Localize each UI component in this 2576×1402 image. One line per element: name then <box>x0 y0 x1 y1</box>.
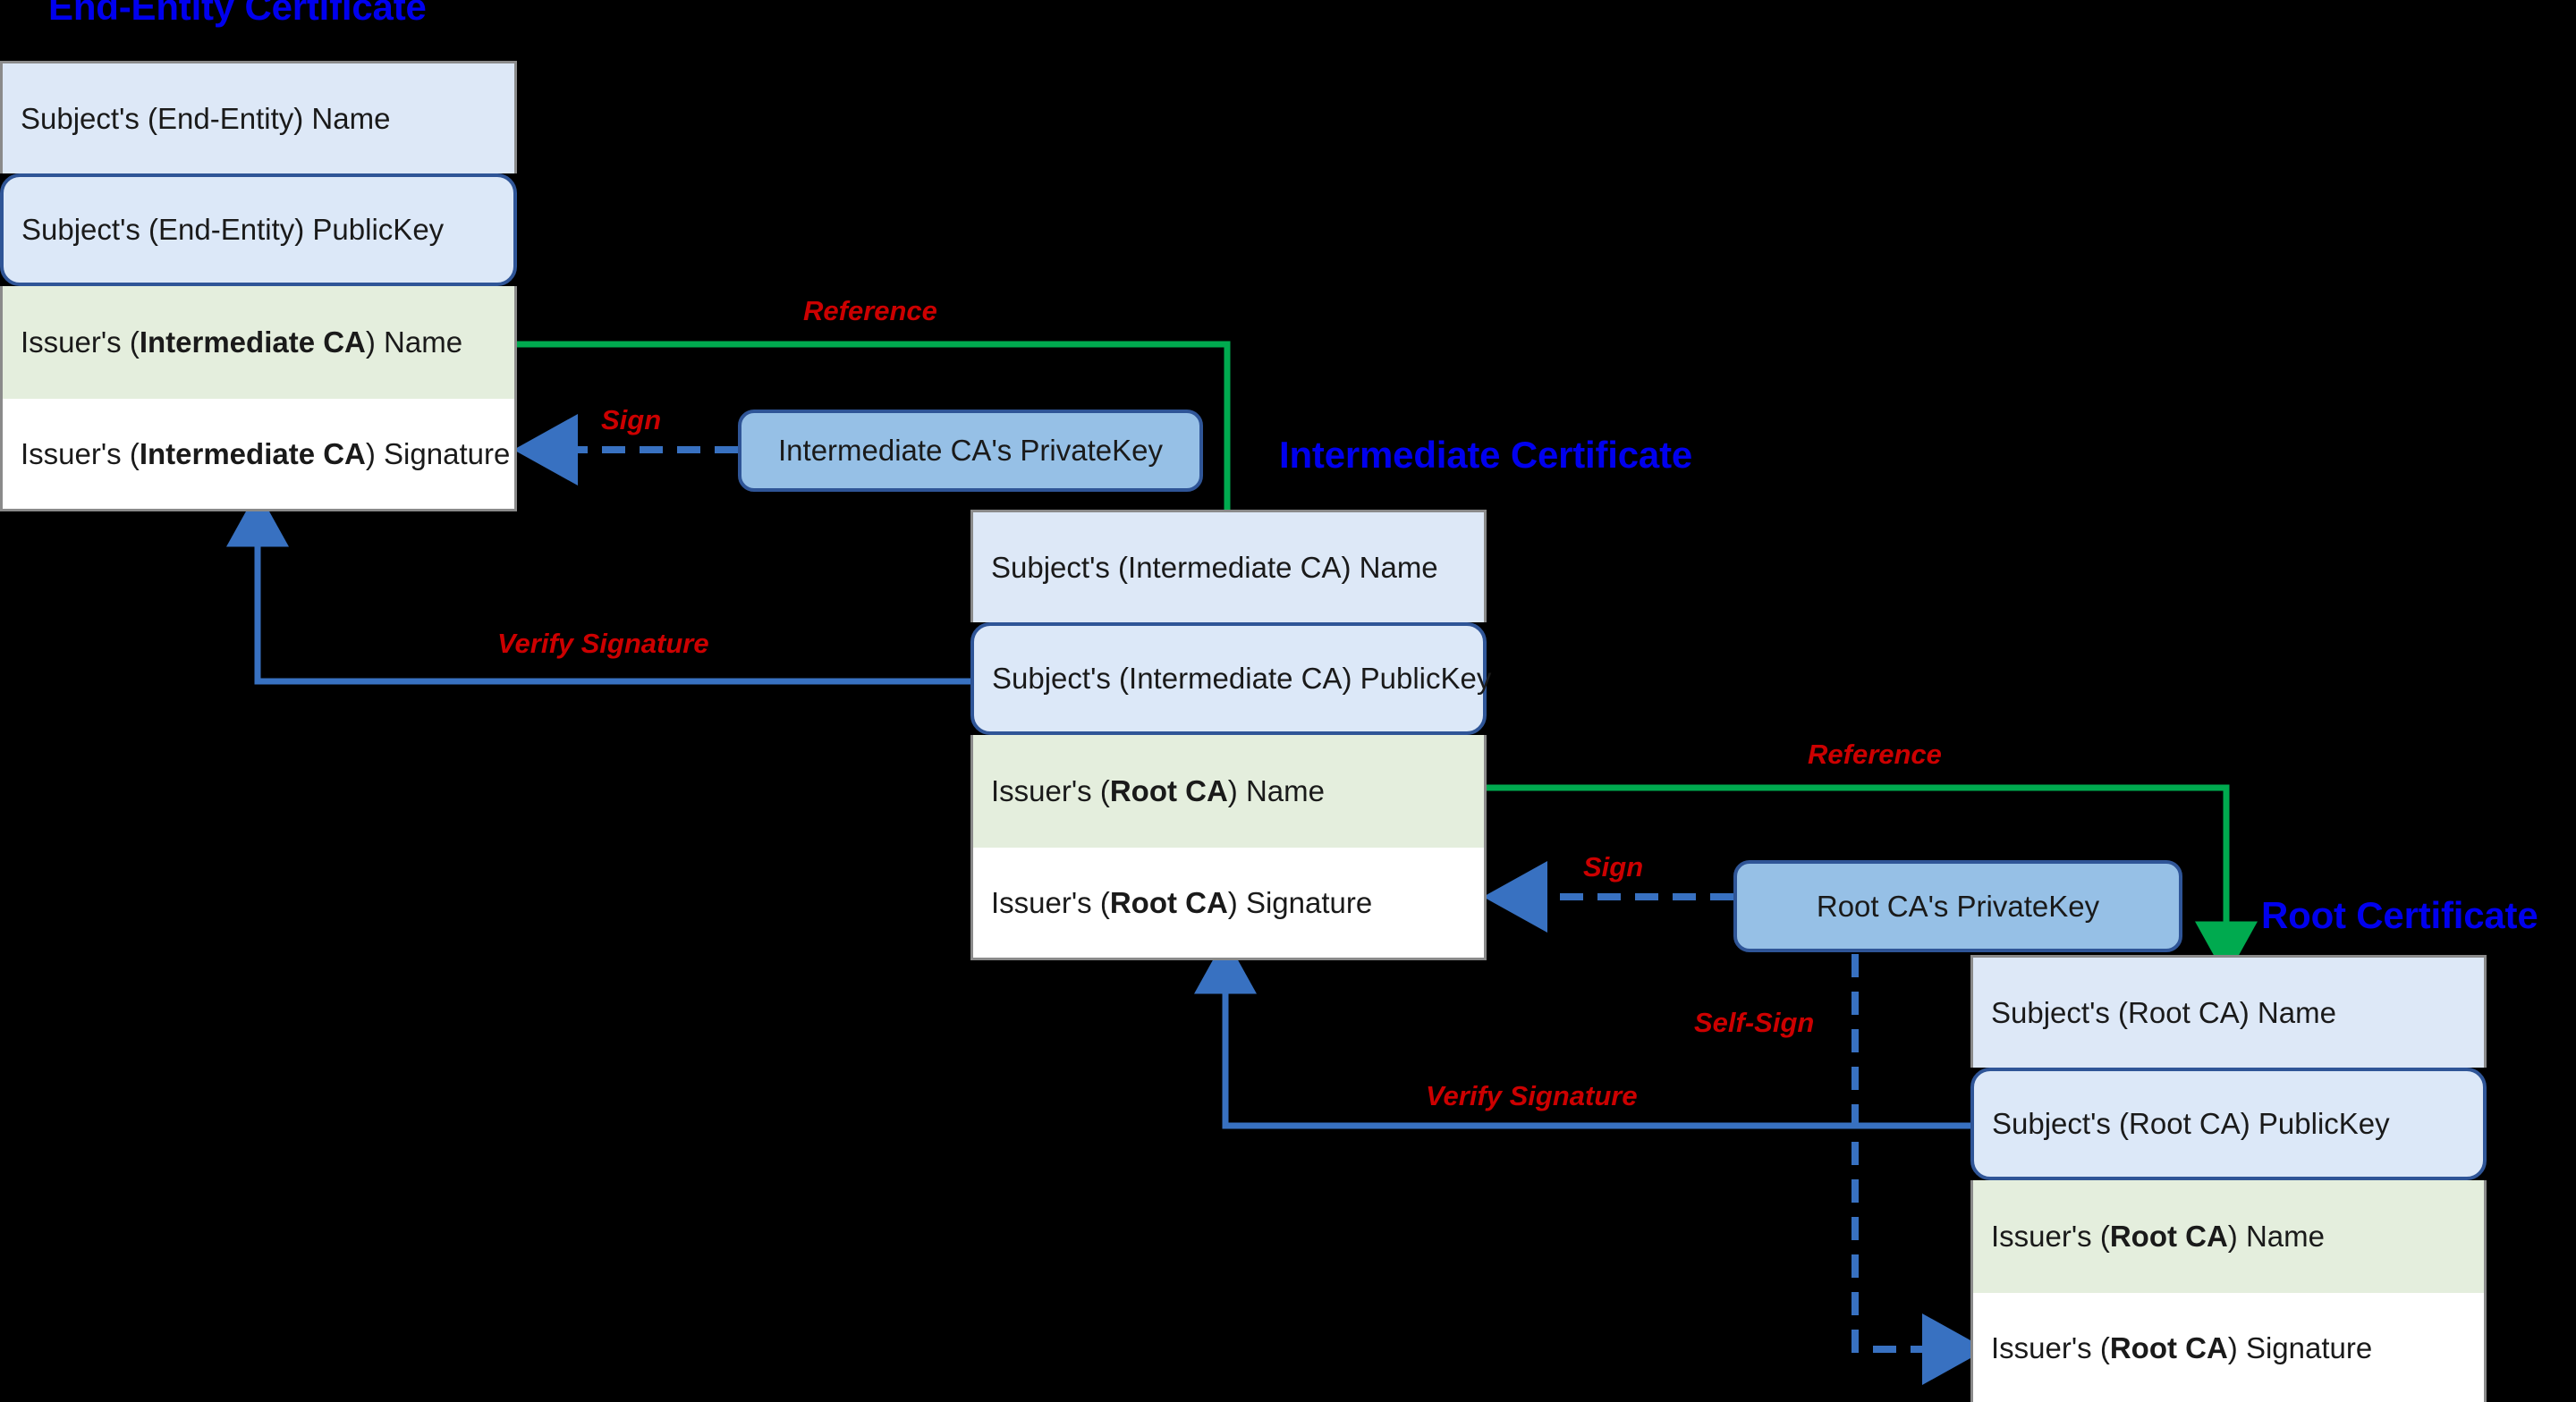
root-issuer-signature-row: Issuer's (Root CA) Signature <box>1970 1293 2487 1402</box>
intermediate-subject-publickey-label: Subject's (Intermediate CA) PublicKey <box>992 662 1492 695</box>
intermediate-issuer-name-label: Issuer's (Root CA) Name <box>991 774 1325 807</box>
root-issuer-name-label: Issuer's (Root CA) Name <box>1991 1220 2325 1253</box>
end-entity-subject-name-label: Subject's (End-Entity) Name <box>21 101 391 135</box>
end-entity-issuer-signature-strong: Intermediate CA <box>139 436 366 470</box>
end-entity-issuer-signature-label: Issuer's (Intermediate CA) Signature <box>21 436 511 470</box>
edge-label-sign-intermediate: Sign <box>601 404 662 435</box>
end-entity-issuer-signature-row: Issuer's (Intermediate CA) Signature <box>0 399 517 511</box>
end-entity-certificate-title: End-Entity Certificate <box>48 0 427 28</box>
root-issuer-signature-label: Issuer's (Root CA) Signature <box>1991 1330 2373 1364</box>
self-sign-edge-root <box>1852 954 1987 1385</box>
root-subject-name-label: Subject's (Root CA) Name <box>1991 995 2336 1029</box>
root-issuer-name-strong: Root CA <box>2109 1220 2228 1253</box>
end-entity-issuer-name-strong: Intermediate CA <box>139 325 366 359</box>
end-entity-certificate: Subject's (End-Entity) Name Subject's (E… <box>0 61 517 511</box>
root-ca-privatekey-label: Root CA's PrivateKey <box>1816 889 2100 923</box>
root-subject-publickey-row: Subject's (Root CA) PublicKey <box>1970 1068 2487 1180</box>
root-subject-name-row: Subject's (Root CA) Name <box>1970 955 2487 1068</box>
edge-label-self-sign-root: Self-Sign <box>1694 1007 1815 1038</box>
intermediate-issuer-signature-strong: Root CA <box>1109 885 1228 919</box>
end-entity-subject-name-row: Subject's (End-Entity) Name <box>0 61 517 173</box>
intermediate-subject-name-label: Subject's (Intermediate CA) Name <box>991 550 1438 584</box>
end-entity-issuer-name-row: Issuer's (Intermediate CA) Name <box>0 286 517 399</box>
root-issuer-name-row: Issuer's (Root CA) Name <box>1970 1180 2487 1293</box>
root-ca-privatekey-box: Root CA's PrivateKey <box>1733 860 2182 952</box>
root-certificate: Subject's (Root CA) Name Subject's (Root… <box>1970 955 2487 1402</box>
edge-label-sign-root: Sign <box>1583 851 1644 883</box>
edge-label-verify-signature-ee: Verify Signature <box>497 628 709 659</box>
intermediate-subject-publickey-row: Subject's (Intermediate CA) PublicKey <box>970 622 1491 735</box>
intermediate-issuer-name-row: Issuer's (Root CA) Name <box>970 735 1487 848</box>
intermediate-issuer-signature-label: Issuer's (Root CA) Signature <box>991 885 1373 919</box>
intermediate-certificate: Subject's (Intermediate CA) Name Subject… <box>970 510 1491 960</box>
intermediate-issuer-signature-row: Issuer's (Root CA) Signature <box>970 848 1487 960</box>
end-entity-issuer-name-label: Issuer's (Intermediate CA) Name <box>21 325 463 359</box>
edge-label-reference-ee: Reference <box>803 295 937 326</box>
intermediate-certificate-title: Intermediate Certificate <box>1279 434 1693 476</box>
root-subject-publickey-label: Subject's (Root CA) PublicKey <box>1992 1107 2390 1140</box>
end-entity-subject-publickey-row: Subject's (End-Entity) PublicKey <box>0 173 517 286</box>
intermediate-subject-name-row: Subject's (Intermediate CA) Name <box>970 510 1487 622</box>
root-certificate-title: Root Certificate <box>2261 894 2538 936</box>
edge-label-reference-root: Reference <box>1808 739 1942 770</box>
end-entity-subject-publickey-label: Subject's (End-Entity) PublicKey <box>21 213 445 246</box>
edge-label-verify-signature-intermediate: Verify Signature <box>1426 1080 1638 1111</box>
intermediate-issuer-name-strong: Root CA <box>1109 774 1228 807</box>
root-issuer-signature-strong: Root CA <box>2109 1330 2228 1364</box>
intermediate-ca-privatekey-label: Intermediate CA's PrivateKey <box>778 434 1163 467</box>
intermediate-ca-privatekey-box: Intermediate CA's PrivateKey <box>738 410 1203 492</box>
